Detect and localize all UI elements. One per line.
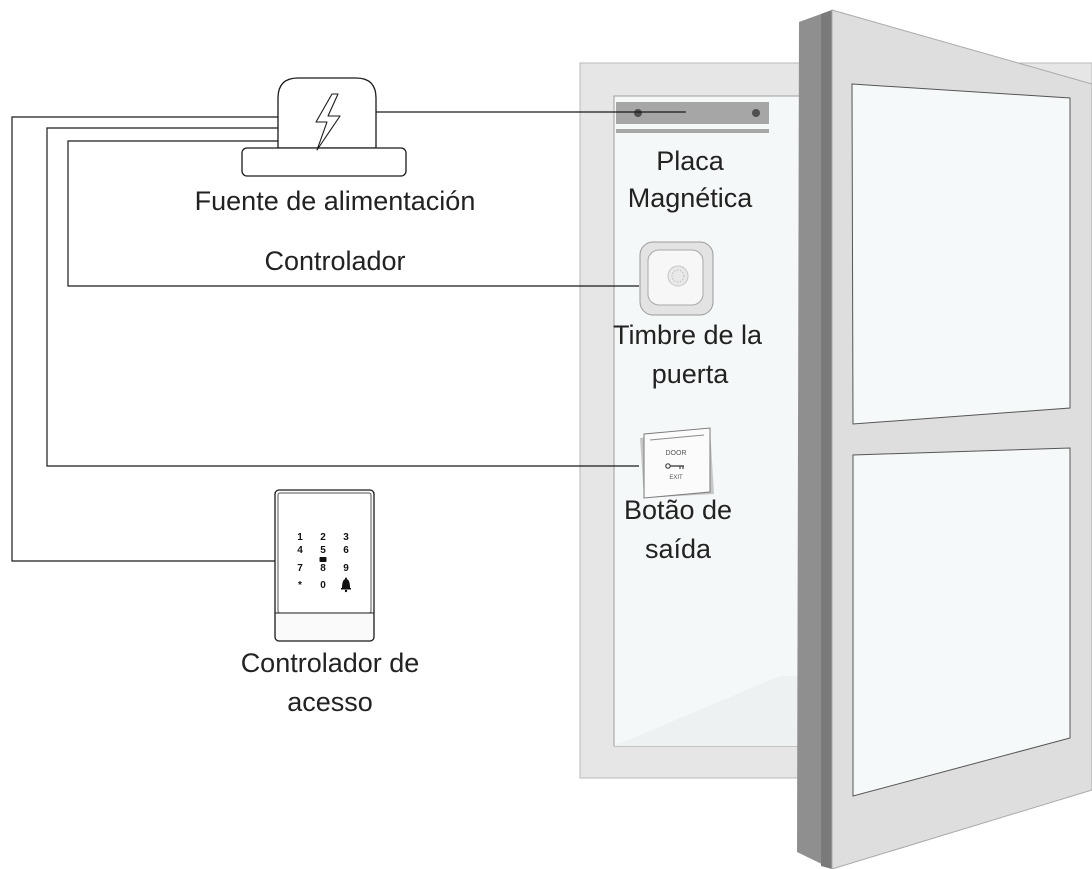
wiring (11, 111, 686, 562)
key-4: 4 (297, 545, 303, 556)
lock-icon (319, 557, 327, 562)
key-8: 8 (320, 563, 326, 574)
magnetic-plate-label-line1: Placa (656, 146, 724, 176)
key-9: 9 (343, 563, 349, 574)
key-7: 7 (297, 563, 303, 574)
lightning-bolt-icon (315, 93, 341, 151)
exit-button-device: DOOR EXIT (640, 427, 714, 499)
speaker-grille-icon (667, 265, 689, 287)
power-supply (241, 77, 407, 177)
magnetic-plate (616, 102, 769, 133)
doorbell-device (639, 241, 714, 316)
key-2: 2 (320, 532, 326, 543)
wire-power-to-exit-button (46, 127, 639, 467)
wire-power-to-access-controller (11, 116, 278, 562)
exit-button-label-line2: saída (644, 534, 712, 564)
exit-button-label-line1: Botão de (623, 495, 733, 525)
key-6: 6 (343, 545, 349, 556)
doorbell-label-line1: Timbre de la (612, 320, 763, 350)
wire-controller-to-doorbell (67, 140, 639, 287)
exit-plate-text-door: DOOR (666, 450, 687, 457)
controller-label: Controlador (264, 246, 406, 276)
key-1: 1 (297, 532, 303, 543)
bell-icon (341, 577, 351, 593)
access-controller-label-line1: Controlador de (240, 648, 420, 678)
power-supply-label: Fuente de alimentación (194, 186, 476, 216)
magnetic-plate-label-line2: Magnética (627, 183, 753, 213)
access-controller-device: 1 2 3 4 5 6 7 8 9 * 0 (274, 489, 375, 642)
key-3: 3 (343, 532, 349, 543)
door (797, 9, 1092, 869)
exit-plate-text-exit: EXIT (669, 475, 683, 481)
key-5: 5 (320, 545, 326, 556)
key-icon (665, 463, 684, 469)
access-controller-label-line2: acesso (287, 687, 373, 717)
key-star: * (298, 580, 302, 591)
key-0: 0 (320, 580, 326, 591)
doorbell-label-line2: puerta (651, 359, 729, 389)
